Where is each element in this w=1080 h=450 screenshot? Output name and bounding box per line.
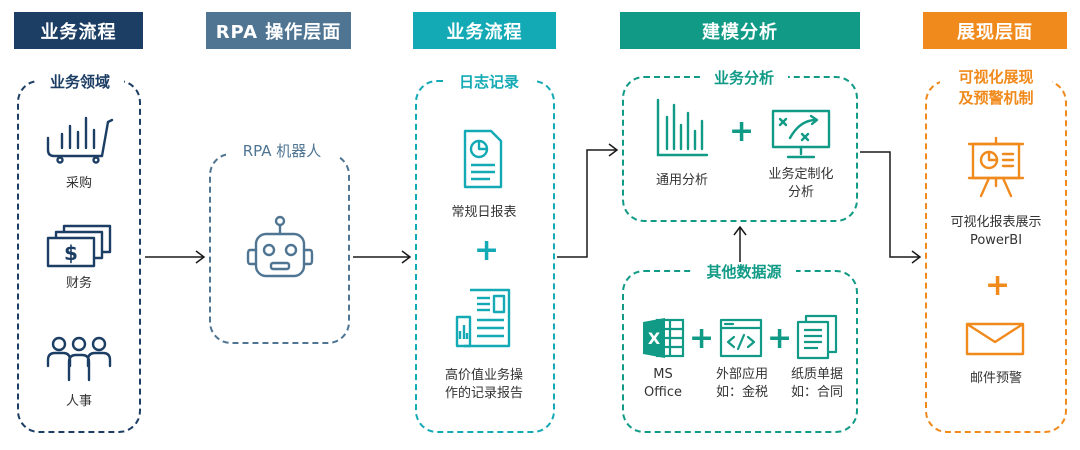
custom-analysis-label-line2: 分析 [787, 185, 814, 200]
high-value-report-label: 高价值业务操 作的记录报告 [434, 367, 534, 403]
bar-chart-icon [656, 98, 709, 157]
business-domain-title: 业务领域 [36, 71, 124, 92]
external-app-label-line2: 如：金税 [715, 385, 768, 400]
business-analysis-title: 业务分析 [700, 67, 788, 88]
code-window-icon [719, 318, 763, 358]
visualization-warning-title-line1: 可视化展现 [958, 68, 1034, 86]
custom-analysis-label-line1: 业务定制化 [768, 167, 834, 182]
excel-icon: X [643, 318, 685, 358]
log-record-title: 日志记录 [445, 71, 533, 92]
other-data-sources-title: 其他数据源 [692, 261, 796, 282]
plus-sign: + [729, 114, 755, 149]
plus-sign: + [985, 268, 1011, 303]
presentation-board-icon [967, 136, 1025, 198]
robot-icon [246, 215, 314, 278]
purchase-label: 采购 [65, 176, 92, 191]
strategy-board-icon [771, 109, 831, 159]
visualization-warning-title-line2: 及预警机制 [958, 89, 1034, 107]
newspaper-report-icon [455, 288, 511, 348]
header-presentation-layer: 展现层面 [923, 12, 1067, 49]
visual-report-label-line1: 可视化报表展示 [950, 215, 1042, 230]
email-alert-label: 邮件预警 [969, 371, 1022, 386]
plus-sign: + [474, 233, 500, 268]
daily-report-label: 常规日报表 [451, 205, 517, 220]
general-analysis-label: 通用分析 [655, 173, 708, 188]
high-value-report-label-line1: 高价值业务操 [444, 368, 523, 383]
rpa-robot-title: RPA 机器人 [226, 140, 338, 161]
visual-report-label: 可视化报表展示 PowerBI [936, 214, 1056, 250]
visualization-warning-title: 可视化展现 及预警机制 [940, 67, 1052, 109]
svg-text:$: $ [64, 241, 78, 265]
people-group-icon [46, 336, 112, 382]
header-rpa-operation-layer: RPA 操作层面 [206, 12, 351, 49]
hr-label: 人事 [65, 394, 92, 409]
external-app-label: 外部应用 如：金税 [702, 366, 782, 402]
header-business-process-1: 业务流程 [14, 12, 143, 49]
report-document-icon [463, 129, 503, 189]
header-modeling-analysis: 建模分析 [620, 12, 860, 49]
ms-office-label-line1: MS [653, 367, 673, 382]
external-app-label-line1: 外部应用 [715, 367, 768, 382]
svg-text:X: X [648, 329, 661, 348]
plus-sign: + [767, 321, 793, 356]
bar-chart-cart-icon [46, 116, 114, 164]
plus-sign: + [689, 321, 715, 356]
ms-office-label-line2: Office [644, 385, 682, 400]
envelope-icon [965, 322, 1025, 356]
paper-docs-label-line2: 如：合同 [790, 385, 843, 400]
paper-docs-label-line1: 纸质单据 [790, 367, 843, 382]
high-value-report-label-line2: 作的记录报告 [444, 386, 523, 401]
finance-label: 财务 [65, 276, 92, 291]
paper-docs-label: 纸质单据 如：合同 [777, 366, 857, 402]
paper-documents-icon [796, 314, 838, 360]
header-business-process-2: 业务流程 [413, 12, 556, 49]
ms-office-label: MS Office [632, 366, 694, 402]
money-bills-icon: $ [46, 224, 112, 268]
visual-report-label-line2: PowerBI [969, 233, 1023, 248]
custom-analysis-label: 业务定制化 分析 [761, 166, 841, 202]
